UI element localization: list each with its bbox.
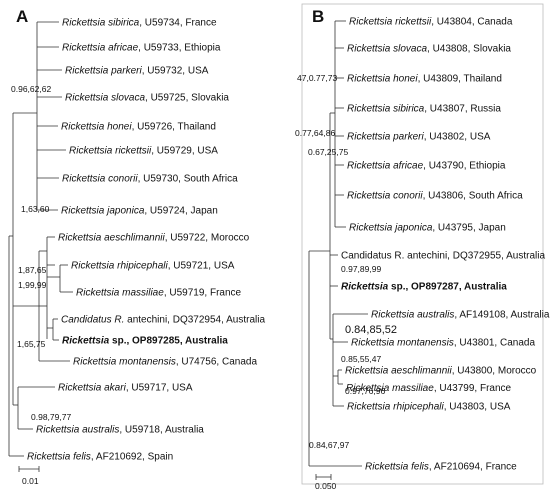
tip-label-b-2: Rickettsia slovaca, U43808, Slovakia [347,44,511,55]
tip-label-b-5: Rickettsia parkeri, U43802, USA [347,132,491,143]
node-label-b-5: 0.84,85,52 [345,324,397,336]
tip-label-a-10: Rickettsia rhipicephali, U59721, USA [71,261,235,272]
tip-label-a-7: Rickettsia conorii, U59730, South Africa [62,174,238,185]
node-label-a-4: 1,99,99 [18,280,47,290]
tip-label-a-12: Candidatus R. antechini, DQ372954, Austr… [61,315,265,326]
tip-label-a-1: Rickettsia sibirica, U59734, France [62,18,217,29]
panel-a-label: A [16,7,28,26]
tip-label-b-14: Rickettsia massiliae, U43799, France [346,383,512,394]
tip-label-b-13: Rickettsia aeschlimannii, U43800, Morocc… [345,366,537,377]
tip-label-b-3: Rickettsia honei, U43809, Thailand [347,74,502,85]
tip-label-a-4: Rickettsia slovaca, U59725, Slovakia [65,93,229,104]
tip-label-a-14: Rickettsia montanensis, U74756, Canada [73,357,257,368]
tip-label-b-11: Rickettsia australis, AF149108, Australi… [371,310,550,321]
node-label-a-3: 1,87,65 [18,265,47,275]
node-label-a-1: 0.96,62,62 [11,84,51,94]
tip-label-b-15: Rickettsia rhipicephali, U43803, USA [347,402,511,413]
node-label-b-2: 0.77,64,86 [295,128,335,138]
panel-a-node-labels: 0.96,62,62 1,63,60 1,87,65 1,99,99 1,65,… [11,84,71,422]
tip-label-b-16: Rickettsia felis, AF210694, France [365,462,517,473]
panel-a: A [8,7,265,486]
panel-b-frame [301,3,544,485]
node-label-b-4: 0.97,89,99 [341,264,381,274]
panel-b-tree-branches [308,20,368,467]
panel-b-node-labels: 47,0.77,73 0.77,64,86 0.67,25,75 0.97,89… [295,73,397,450]
panel-b-scale-bar: 0.050 [315,474,337,491]
panel-b-label: B [312,7,324,26]
tip-label-a-15: Rickettsia akari, U59717, USA [58,383,193,394]
tip-label-a-9: Rickettsia aeschlimannii, U59722, Morocc… [58,233,250,244]
tip-label-b-10: Rickettsia sp., OP897287, Australia [341,282,507,293]
tip-label-a-2: Rickettsia africae, U59733, Ethiopia [62,43,221,54]
node-label-a-2: 1,63,60 [21,204,50,214]
tip-label-a-16: Rickettsia australis, U59718, Australia [36,425,204,436]
node-label-b-3: 0.67,25,75 [308,147,348,157]
panel-a-scale-label: 0.01 [22,476,39,486]
tip-label-a-17: Rickettsia felis, AF210692, Spain [27,452,173,463]
tip-label-a-8: Rickettsia japonica, U59724, Japan [61,206,218,217]
node-label-a-6: 0.98,79,77 [31,412,71,422]
node-label-a-5: 1,65,75 [17,339,46,349]
tip-label-a-5: Rickettsia honei, U59726, Thailand [61,122,216,133]
tip-label-b-7: Rickettsia conorii, U43806, South Africa [347,191,523,202]
tip-label-b-1: Rickettsia rickettsii, U43804, Canada [349,17,513,28]
panel-b-tip-labels: Rickettsia rickettsii, U43804, Canada Ri… [341,17,550,473]
panel-a-scale-bar: 0.01 [18,466,40,486]
tip-label-b-4: Rickettsia sibirica, U43807, Russia [347,104,501,115]
tip-label-a-3: Rickettsia parkeri, U59732, USA [65,66,209,77]
panel-a-tree-branches [8,21,73,457]
panel-a-tip-labels: Rickettsia sibirica, U59734, France Rick… [27,18,265,463]
tip-label-b-8: Rickettsia japonica, U43795, Japan [349,223,506,234]
node-label-b-7: 0.97,76,96 [345,386,385,396]
tip-label-a-11: Rickettsia massiliae, U59719, France [76,288,242,299]
tip-label-b-6: Rickettsia africae, U43790, Ethiopia [347,161,506,172]
node-label-b-8: 0.84,67,97 [309,440,349,450]
panel-b: B [295,7,550,491]
node-label-b-6: 0.85,55,47 [341,354,381,364]
panel-b-scale-label: 0.050 [315,481,337,491]
tip-label-a-6: Rickettsia rickettsii, U59729, USA [69,146,218,157]
tip-label-b-9: Candidatus R. antechini, DQ372955, Austr… [341,251,545,262]
node-label-b-1: 47,0.77,73 [297,73,337,83]
tip-label-b-12: Rickettsia montanensis, U43801, Canada [351,338,535,349]
tip-label-a-13: Rickettsia sp., OP897285, Australia [62,336,228,347]
